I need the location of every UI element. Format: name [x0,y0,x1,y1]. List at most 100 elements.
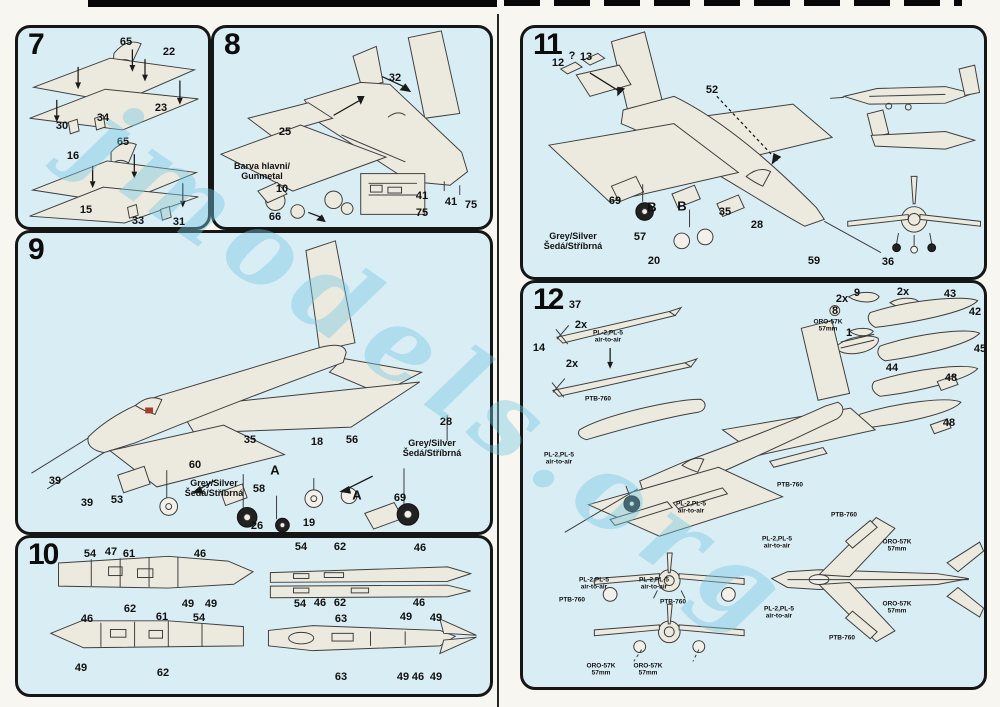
part-label: PTB-760 [828,634,856,642]
part-label: 49 [181,597,195,610]
part-label: 62 [123,602,137,615]
part-label: 35 [243,433,257,446]
step-number: 7 [28,28,45,61]
part-label: A [352,487,362,503]
part-label: 54 [294,540,308,553]
part-label: 39 [48,474,62,487]
part-label: 41 [415,189,429,202]
step10-fuselage-views-diagram [49,555,477,655]
step-number: 9 [28,233,45,266]
part-label: PL-2,PL-5 air-to-air [544,451,574,466]
part-label: 54 [192,611,206,624]
part-label: PL-2,PL-5 air-to-air [579,576,609,591]
part-label: 1 [845,326,853,339]
part-label: PTB-760 [659,598,687,606]
part-label: 19 [302,516,316,529]
part-label: 61 [122,547,136,560]
part-label: 65 [119,35,133,48]
part-label: 46 [411,670,425,683]
part-label: 46 [413,541,427,554]
part-label: PL-2,PL-5 air-to-air [764,605,794,620]
part-label: ? [568,49,576,62]
step12-weapons-stores-diagram [551,291,984,662]
part-label: 46 [193,547,207,560]
part-label: 75 [415,206,429,219]
part-label: Grey/Silver Šedá/Stříbrná [543,230,603,251]
step-number: 10 [28,538,59,571]
part-label: 53 [110,493,124,506]
part-label: 48 [944,371,958,384]
part-label: PL-2,PL-5 air-to-air [762,535,792,550]
part-label: 57 [633,230,647,243]
part-label: 12 [551,56,565,69]
part-label: 20 [647,254,661,267]
part-label: 49 [74,661,88,674]
part-label: 65 [116,135,130,148]
part-label: 49 [204,597,218,610]
step-number: 8 [224,28,241,61]
part-label: 39 [80,496,94,509]
part-label: 31 [172,215,186,228]
part-label: 37 [568,298,582,311]
part-label: 15 [79,203,93,216]
part-label: 62 [156,666,170,679]
part-label: 49 [396,670,410,683]
part-label: ORO-57K 57mm [813,318,843,333]
part-label: 22 [162,45,176,58]
part-label: PTB-760 [558,596,586,604]
part-label: 9 [853,286,861,299]
part-label: 44 [885,361,899,374]
part-label: 28 [750,218,764,231]
part-label: 58 [252,482,266,495]
step-number: 11 [533,28,563,61]
part-label: 61 [155,610,169,623]
part-label: 36 [881,255,895,268]
part-label: 75 [464,198,478,211]
part-label: A [270,462,280,478]
part-label: 14 [532,341,546,354]
part-label: 16 [66,149,80,162]
part-label: 49 [399,610,413,623]
part-label: 66 [268,210,282,223]
part-label: B [647,199,657,215]
part-label: 33 [131,214,145,227]
scan-edge-top-right [504,0,962,6]
part-label: Grey/Silver Šedá/Stříbrná [184,477,244,498]
part-label: 62 [333,540,347,553]
part-label: 59 [807,254,821,267]
part-label: 10 [275,182,289,195]
page-gutter-line [497,14,499,707]
part-label: 69 [393,491,407,504]
part-label: 23 [154,101,168,114]
part-label: 18 [310,435,324,448]
part-label: 56 [345,433,359,446]
part-label: B [677,198,687,214]
part-label: 46 [80,612,94,625]
part-label: 46 [412,596,426,609]
part-label: PL-2,PL-5 air-to-air [639,576,669,591]
part-label: 69 [608,194,622,207]
part-label: 47 [104,545,118,558]
part-label: 52 [705,83,719,96]
part-label: 63 [334,670,348,683]
part-label: PTB-760 [830,511,858,519]
part-label: 49 [429,670,443,683]
part-label: 26 [250,519,264,532]
step-number: 12 [533,283,564,316]
part-label: 43 [943,287,957,300]
part-label: 28 [439,415,453,428]
part-label: Barva hlavni/ Gunmetal [233,160,291,181]
part-label: 62 [333,596,347,609]
part-label: PL-2,PL-5 air-to-air [593,329,623,344]
step8-fuselage-diagram [219,30,469,223]
part-label: 45 [973,342,987,355]
part-label: 63 [334,612,348,625]
scan-edge-top-left [88,0,497,7]
